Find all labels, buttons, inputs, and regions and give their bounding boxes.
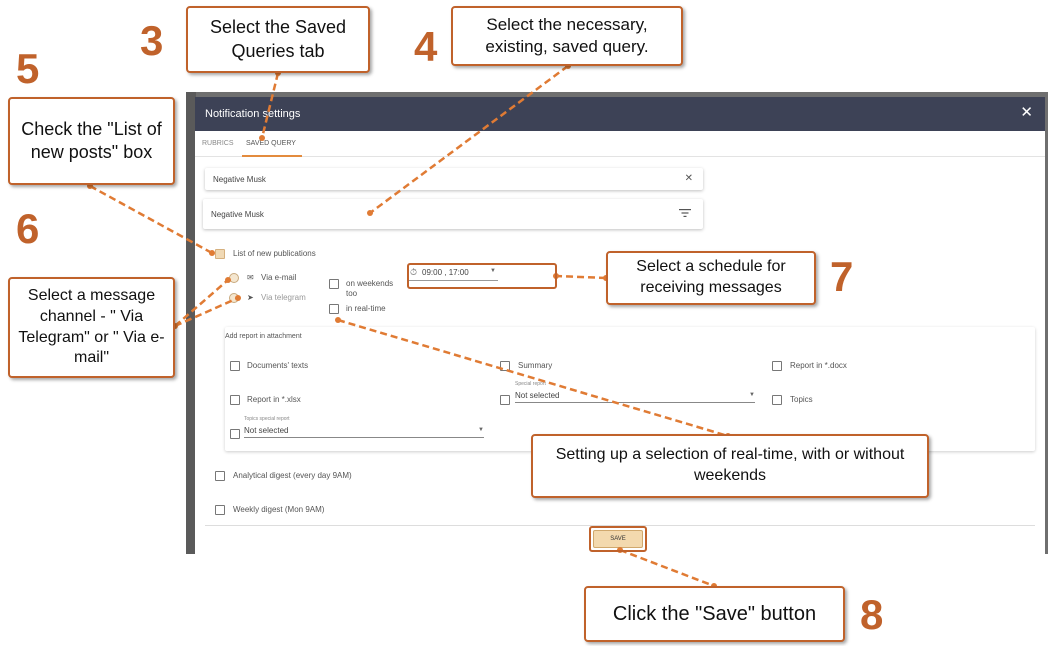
special-report-checkbox[interactable]: [500, 395, 510, 405]
list-new-publications-checkbox[interactable]: [215, 249, 225, 259]
callout-step8: Click the "Save" button: [584, 586, 845, 642]
clear-icon[interactable]: ✕: [684, 173, 693, 184]
real-time-checkbox[interactable]: [329, 304, 339, 314]
on-weekends-label-line1: on weekends: [346, 279, 394, 288]
telegram-icon: ➤: [247, 293, 254, 302]
step-number-5: 5: [16, 45, 40, 92]
step-number-7: 7: [830, 253, 854, 300]
callout-step3: Select the Saved Queries tab: [186, 6, 370, 73]
topics-special-report-select[interactable]: Topics special report Not selected ▼: [244, 416, 484, 438]
save-button[interactable]: SAVE: [593, 530, 643, 548]
topics-special-report-value: Not selected: [244, 426, 289, 435]
report-docx-label: Report in *.docx: [790, 361, 847, 370]
on-weekends-label-line2: too: [346, 289, 358, 298]
clock-icon: ⏱: [410, 267, 418, 277]
query-input[interactable]: Negative Musk ✕: [205, 168, 703, 190]
schedule-time-value: 09:00 , 17:00: [422, 268, 469, 277]
real-time-label: in real-time: [346, 304, 386, 313]
filter-icon[interactable]: [679, 208, 691, 221]
analytical-digest-label: Analytical digest (every day 9AM): [233, 471, 352, 480]
step-number-3: 3: [140, 17, 164, 64]
topics-special-report-label: Topics special report: [244, 416, 290, 422]
schedule-time-picker[interactable]: ⏱ 09:00 , 17:00 ▼: [408, 265, 498, 281]
special-report-label: Special report: [515, 381, 546, 387]
summary-checkbox[interactable]: [500, 361, 510, 371]
topics-checkbox[interactable]: [772, 395, 782, 405]
chevron-down-icon: ▼: [749, 392, 755, 398]
tab-rubrics[interactable]: RUBRICS: [202, 140, 234, 147]
on-weekends-checkbox[interactable]: [329, 279, 339, 289]
step-number-4: 4: [414, 23, 438, 70]
summary-label: Summary: [518, 361, 553, 370]
step-number-6: 6: [16, 205, 40, 252]
report-attachment-title: Add report in attachment: [225, 333, 302, 340]
modal-header: Notification settings ✕: [195, 97, 1045, 131]
analytical-digest-checkbox[interactable]: [215, 471, 225, 481]
report-docx-checkbox[interactable]: [772, 361, 782, 371]
active-tab-indicator: [242, 155, 302, 157]
weekly-digest-label: Weekly digest (Mon 9AM): [233, 505, 325, 514]
special-report-select[interactable]: Special report Not selected ▼: [515, 381, 755, 403]
saved-query-value: Negative Musk: [211, 210, 264, 219]
documents-texts-checkbox[interactable]: [230, 361, 240, 371]
footer-divider: [205, 525, 1035, 526]
weekly-digest-checkbox[interactable]: [215, 505, 225, 515]
topics-label: Topics: [790, 395, 813, 404]
documents-texts-label: Documents' texts: [247, 361, 309, 370]
close-icon[interactable]: ✕: [1020, 104, 1033, 121]
report-attachment-box: Add report in attachment Documents' text…: [225, 327, 1035, 451]
callout-step6: Select a message channel - " Via Telegra…: [8, 277, 175, 378]
callout-step7: Select a schedule for receiving messages: [606, 251, 816, 305]
report-xlsx-checkbox[interactable]: [230, 395, 240, 405]
saved-query-select[interactable]: Negative Musk: [203, 199, 703, 229]
query-input-value: Negative Musk: [213, 175, 266, 184]
list-new-publications-label: List of new publications: [233, 249, 316, 258]
topics-special-report-checkbox[interactable]: [230, 429, 240, 439]
chevron-down-icon: ▼: [478, 427, 484, 433]
callout-realtime: Setting up a selection of real-time, wit…: [531, 434, 929, 498]
modal-title: Notification settings: [205, 108, 301, 120]
via-email-label: Via e-mail: [261, 273, 297, 282]
via-email-radio[interactable]: [229, 273, 239, 283]
callout-step4: Select the necessary, existing, saved qu…: [451, 6, 683, 66]
step-number-8: 8: [860, 591, 884, 638]
chevron-down-icon: ▼: [490, 268, 496, 274]
tab-bar: RUBRICS SAVED QUERY: [195, 131, 1045, 157]
via-telegram-label: Via telegram: [261, 293, 306, 302]
report-xlsx-label: Report in *.xlsx: [247, 395, 301, 404]
via-telegram-radio[interactable]: [229, 293, 239, 303]
tab-saved-query[interactable]: SAVED QUERY: [246, 140, 296, 147]
special-report-value: Not selected: [515, 391, 560, 400]
callout-step5: Check the "List of new posts" box: [8, 97, 175, 185]
email-icon: ✉: [247, 273, 254, 282]
